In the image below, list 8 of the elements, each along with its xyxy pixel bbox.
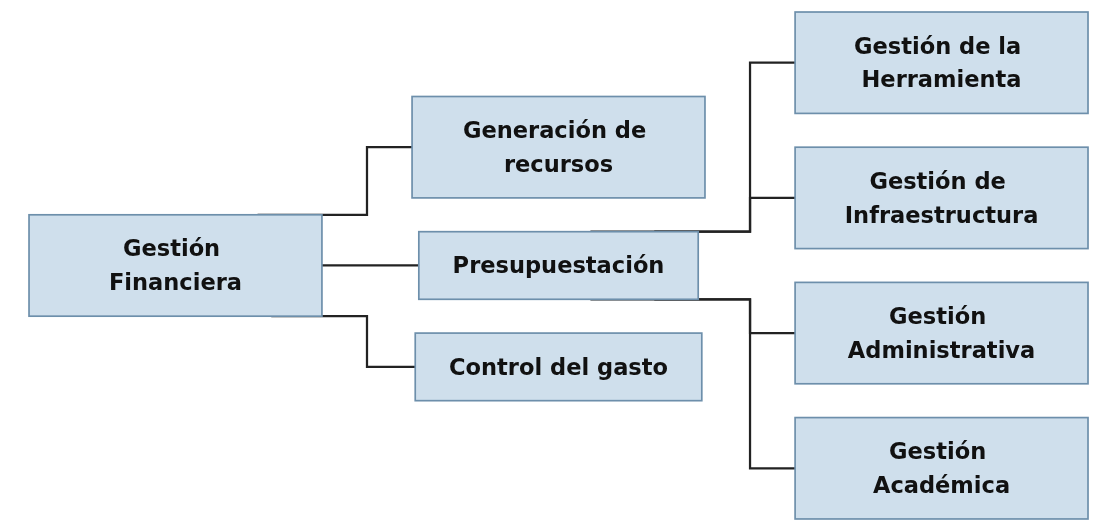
node-box: Gestión Administrativa [794,281,1090,385]
node-box: Gestión Académica [794,416,1090,520]
node-box: Control del gasto [414,332,704,402]
node-box: Gestión de la Herramienta [794,11,1090,115]
node-box: Gestión de Infraestructura [794,146,1090,250]
node-box: Gestión Financiera [28,213,324,318]
node-box: Generación de recursos [411,95,707,199]
node-box: Presupuestación [418,230,700,301]
